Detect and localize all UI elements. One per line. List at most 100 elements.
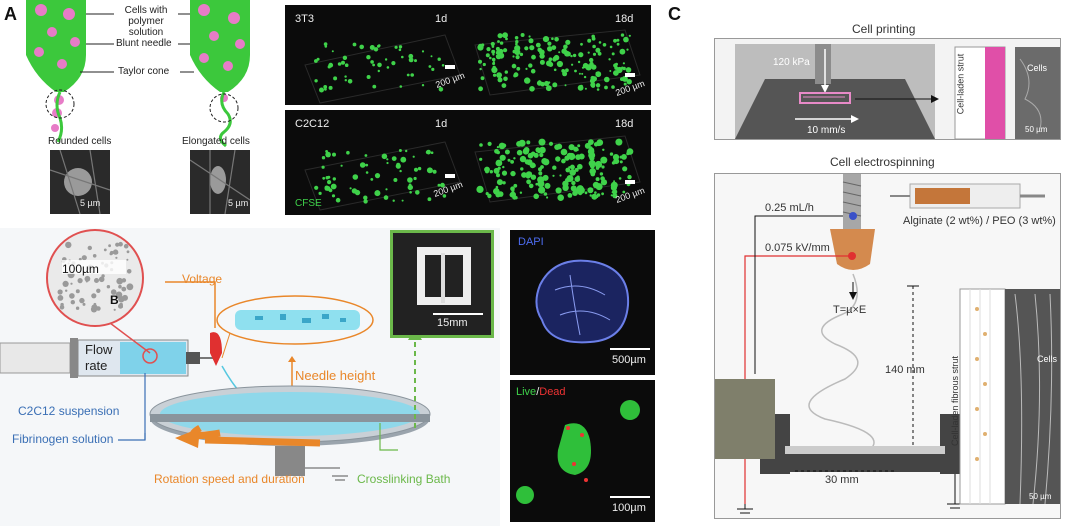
- dapi-image: DAPI 500µm: [510, 230, 655, 375]
- cell-dot: [502, 181, 506, 185]
- cell-dot: [525, 171, 533, 178]
- cell-dot: [558, 51, 561, 54]
- cell-dot: [70, 300, 76, 305]
- cell-dot: [386, 158, 389, 161]
- cell-dot: [94, 278, 99, 283]
- cell-dot: [600, 179, 608, 186]
- cell-dot: [479, 67, 482, 71]
- elongated-cells-label: Elongated cells: [182, 136, 250, 147]
- cell-dot: [556, 60, 563, 68]
- cell-dot: [568, 144, 575, 151]
- electrospinning-needle-diagram: [26, 0, 250, 148]
- cell-dot: [499, 154, 506, 161]
- cell-dot: [516, 149, 523, 156]
- cell-dot: [365, 171, 369, 174]
- magnified-scale-bg: [62, 260, 126, 274]
- cell-dot: [314, 79, 318, 83]
- cell-dot: [383, 195, 389, 200]
- magnified-letter: B: [110, 293, 119, 307]
- cell-dot: [551, 37, 554, 40]
- cell-dot: [525, 67, 528, 70]
- cell-dot: [421, 50, 425, 53]
- cell-dot: [622, 190, 626, 194]
- sem-scale-1: 5 µm: [80, 198, 101, 208]
- cell-dot: [395, 163, 401, 169]
- cell-dot: [621, 154, 627, 160]
- cell-dot: [530, 174, 537, 180]
- live-dead-image: Live/Dead 100µm: [510, 380, 655, 522]
- cell-dot: [619, 160, 623, 164]
- fiber-strand: [441, 253, 445, 303]
- cell-dot: [510, 160, 514, 164]
- cell-dot: [496, 150, 500, 155]
- cell-dot: [553, 68, 557, 72]
- scale-bar-3t3b: [625, 73, 635, 77]
- solution-label: Alginate (2 wt%) / PEO (3 wt%): [903, 215, 1056, 227]
- cell-dot: [594, 194, 597, 197]
- cell-dot: [489, 170, 493, 174]
- cell-dot: [495, 185, 499, 189]
- cell-dot: [571, 180, 576, 186]
- cell-dot: [592, 52, 597, 56]
- cell-dot: [595, 71, 602, 78]
- cell-dot: [414, 167, 418, 172]
- cell-dot: [398, 48, 402, 52]
- cell-dot: [620, 33, 625, 37]
- cell-dot: [413, 176, 417, 181]
- cell-dot: [560, 148, 568, 156]
- cell-dot: [485, 169, 489, 174]
- cell-dot: [391, 156, 397, 161]
- cell-dot: [344, 75, 347, 78]
- cell-dot: [565, 178, 570, 183]
- cell-dot: [521, 172, 527, 178]
- cell-dot: [108, 244, 111, 248]
- width-label: 30 mm: [825, 474, 859, 486]
- cell-dot: [503, 76, 508, 82]
- cell-dot: [408, 57, 414, 63]
- cell-dot: [352, 42, 357, 47]
- cell-dot: [572, 53, 577, 58]
- cell-dot: [324, 45, 328, 48]
- cell-dot: [323, 42, 328, 46]
- cell-dot: [581, 72, 584, 75]
- cell-dot: [613, 158, 620, 165]
- cell-dot: [496, 173, 500, 178]
- ld-scale: 100µm: [612, 502, 646, 514]
- cell-dot: [369, 45, 375, 50]
- scale-bar-c2c12b: [625, 180, 635, 184]
- cell-dot: [414, 59, 417, 63]
- cell-dot: [344, 79, 347, 82]
- cell-dot: [564, 155, 570, 161]
- cell-dot: [59, 305, 65, 310]
- cell-dot: [564, 84, 567, 87]
- cell-dot: [548, 57, 553, 61]
- cell-dot: [587, 38, 592, 43]
- cell-dot: [590, 171, 596, 177]
- cell-dot: [487, 193, 492, 199]
- panel-c-letter: C: [668, 4, 681, 24]
- cell-dot: [398, 149, 402, 152]
- pressure-label: 120 kPa: [773, 57, 810, 68]
- cell-dot: [507, 158, 511, 162]
- cell-dot: [597, 51, 602, 56]
- cell-dot: [496, 72, 502, 78]
- cell-dot: [366, 75, 371, 79]
- cell-dot: [539, 152, 544, 158]
- cell-dot: [319, 87, 324, 93]
- cell-dot: [106, 285, 111, 289]
- cell-dot: [502, 165, 505, 169]
- cell-dot: [584, 191, 588, 195]
- cell-dot: [515, 55, 520, 60]
- cell-dot: [528, 35, 531, 38]
- cell-dot: [527, 152, 534, 159]
- cell-dot: [321, 165, 325, 169]
- cell-dot: [592, 181, 600, 189]
- day-1-label: 1d: [435, 13, 448, 25]
- cell-dot: [548, 62, 554, 67]
- cell-dot: [491, 49, 496, 54]
- cell-dot: [96, 306, 101, 311]
- cell-dot: [81, 255, 87, 261]
- cell-dot: [401, 199, 404, 202]
- cell-dot: [115, 256, 118, 259]
- cell-dot: [529, 45, 535, 51]
